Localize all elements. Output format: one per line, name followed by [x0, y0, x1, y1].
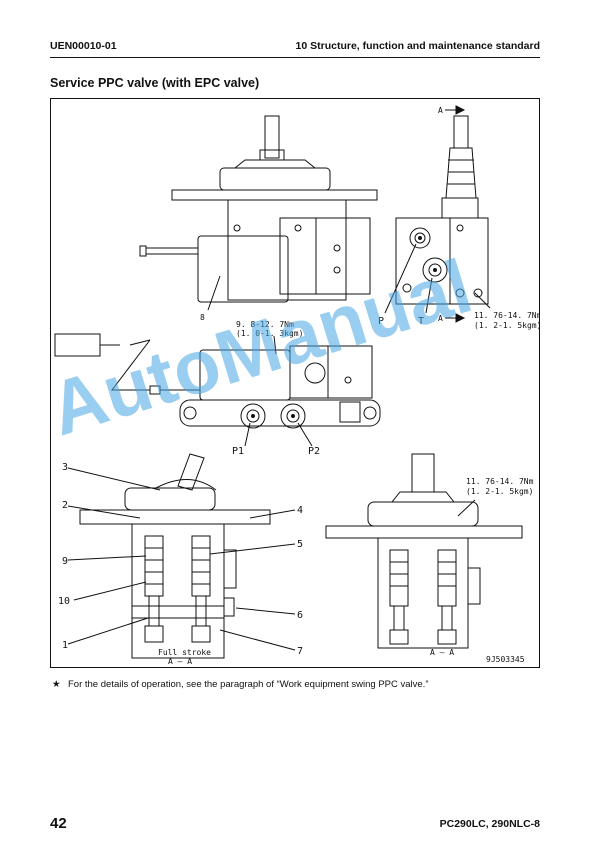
callout-8: 8	[200, 313, 205, 322]
section-mark-bottom: A	[438, 314, 443, 323]
full-stroke-label: Full stroke	[158, 648, 211, 657]
torque-3-line1: 11. 76-14. 7Nm	[466, 477, 534, 486]
ppc-valve-drawing: A A 8 9. 8-12. 7Nm (1. 0-1. 3kgm) 11. 76…	[54, 105, 540, 666]
torque-1-line1: 9. 8-12. 7Nm	[236, 320, 294, 329]
document-code: UEN00010-01	[50, 40, 117, 52]
section-title: 10 Structure, function and maintenance s…	[295, 40, 540, 52]
header-rule	[50, 57, 540, 58]
section-left-label: A – A	[168, 657, 192, 666]
section-right-label: A – A	[430, 648, 454, 657]
callout-T: T	[418, 316, 424, 327]
torque-2-line1: 11. 76-14. 7Nm	[474, 311, 540, 320]
note-text: For the details of operation, see the pa…	[68, 679, 429, 690]
callout-9: 9	[62, 556, 68, 567]
callout-6: 6	[297, 610, 303, 621]
callout-4: 4	[297, 505, 303, 516]
torque-1-line2: (1. 0-1. 3kgm)	[236, 329, 303, 338]
callout-2: 2	[62, 500, 68, 511]
callout-10: 10	[58, 596, 70, 607]
callout-3: 3	[62, 462, 68, 473]
callout-7: 7	[297, 646, 303, 657]
callout-P2: P2	[308, 446, 320, 457]
page-header: UEN00010-01 10 Structure, function and m…	[50, 40, 540, 56]
torque-2-line2: (1. 2-1. 5kgm)	[474, 321, 540, 330]
figure-id: 9J503345	[486, 655, 525, 664]
operation-note: ★ For the details of operation, see the p…	[52, 679, 429, 690]
callout-P: P	[378, 316, 384, 327]
callout-1: 1	[62, 640, 68, 651]
figure-frame	[50, 98, 540, 668]
model-name: PC290LC, 290NLC-8	[439, 818, 540, 830]
section-mark-top: A	[438, 106, 443, 115]
callout-P1: P1	[232, 446, 244, 457]
torque-3-line2: (1. 2-1. 5kgm)	[466, 487, 533, 496]
page-number: 42	[50, 815, 67, 832]
callout-5: 5	[297, 539, 303, 550]
page-title: Service PPC valve (with EPC valve)	[50, 76, 260, 90]
star-icon: ★	[52, 679, 61, 690]
